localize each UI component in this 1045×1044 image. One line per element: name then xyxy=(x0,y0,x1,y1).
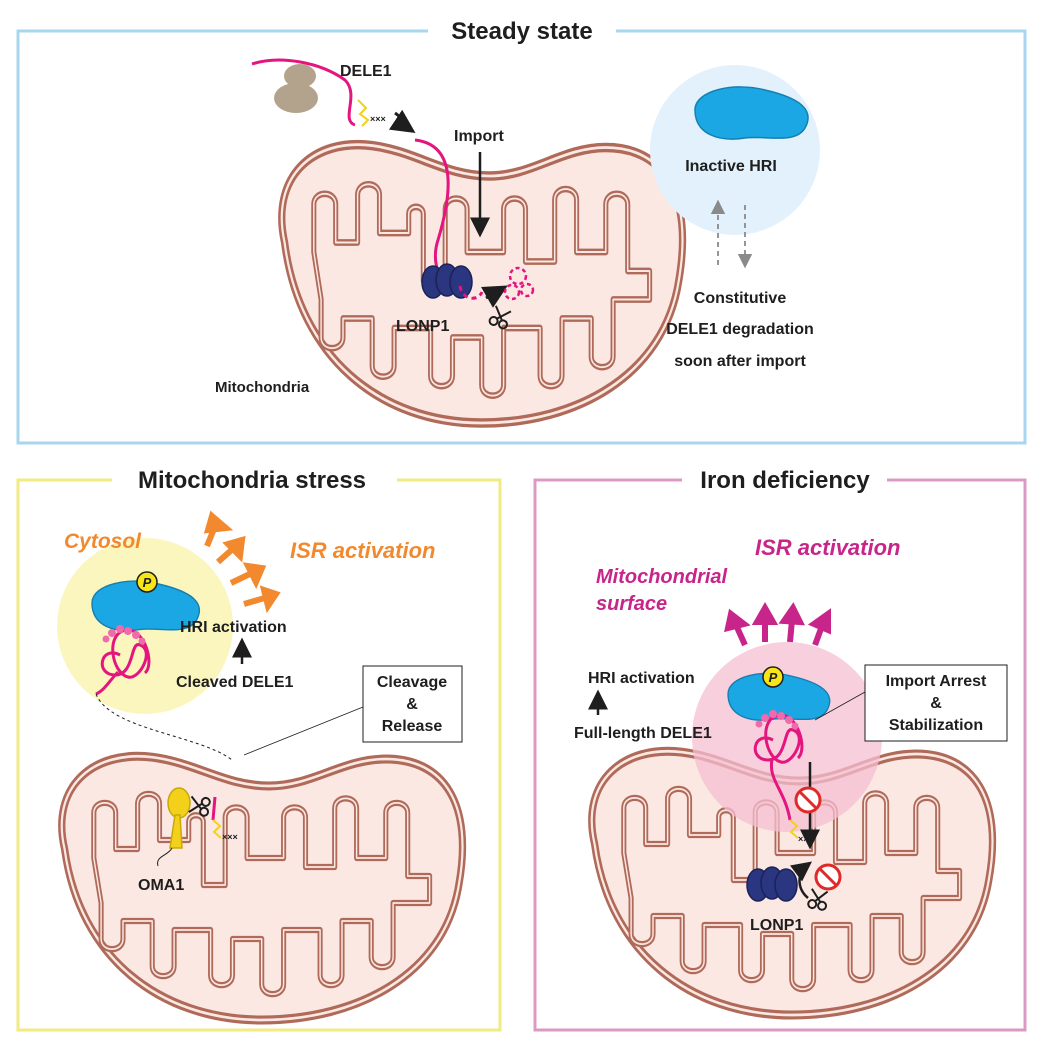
hri-activation-label-stress: HRI activation xyxy=(180,619,287,636)
ribosome-icon xyxy=(274,64,318,113)
phospho-badge-iron xyxy=(762,666,784,688)
svg-text:×××: ××× xyxy=(798,834,814,844)
svg-text:×××: ××× xyxy=(222,832,238,842)
panel-steady-state: Steady state Mitochondria ××× DELE1 Impo… xyxy=(16,14,1027,445)
cleavage-box-line3: Release xyxy=(382,718,443,735)
hri-activation-label-iron: HRI activation xyxy=(588,670,695,687)
no-entry-icon xyxy=(794,786,822,814)
cleaved-dele1-label: Cleaved DELE1 xyxy=(176,674,293,691)
steady-note-line3: soon after import xyxy=(674,353,806,370)
surface-label-line1: Mitochondrial xyxy=(596,566,728,588)
lonp1-label-steady: LONP1 xyxy=(396,318,449,335)
oma1-label: OMA1 xyxy=(138,877,184,894)
dele1-nascent-chain xyxy=(251,58,356,127)
arrest-box-line1: Import Arrest xyxy=(886,673,987,690)
oma1-protease xyxy=(157,787,191,867)
degraded-peptides xyxy=(503,266,535,301)
steady-note-line2: DELE1 degradation xyxy=(666,321,814,338)
panel-stress-title: Mitochondria stress xyxy=(138,467,366,494)
arrest-box-line3: Stabilization xyxy=(889,717,983,734)
lonp1-complex xyxy=(421,263,473,299)
dele1-label: DELE1 xyxy=(340,63,392,80)
steady-note-line1: Constitutive xyxy=(694,290,787,307)
lonp1-label-iron: LONP1 xyxy=(750,917,803,934)
arrow-icon xyxy=(388,109,416,134)
panel-iron-deficiency: Iron deficiency ISR activation Mitochond… xyxy=(533,463,1027,1032)
cytosol-label: Cytosol xyxy=(64,530,142,553)
inactive-hri-label: Inactive HRI xyxy=(685,158,777,175)
isr-activation-label-iron: ISR activation xyxy=(755,535,900,560)
phospho-badge-stress xyxy=(136,571,158,593)
panel-mito-stress: Mitochondria stress Cytosol ISR activati… xyxy=(16,463,502,1032)
isr-arrows-iron xyxy=(724,601,831,647)
surface-label-line2: surface xyxy=(596,593,667,615)
cleavage-box-line2: & xyxy=(406,696,418,713)
full-length-dele1-label: Full-length DELE1 xyxy=(574,725,712,742)
release-path xyxy=(95,693,233,761)
mitochondrion-steady xyxy=(282,145,683,423)
isr-activation-label-stress: ISR activation xyxy=(290,538,435,563)
cleavage-release-box xyxy=(362,665,463,743)
dele1-degraded-fragment xyxy=(458,285,484,300)
lonp1-complex-iron xyxy=(746,866,798,902)
isr-arrows-stress xyxy=(203,510,281,614)
import-label: Import xyxy=(454,128,504,145)
panel-iron-title: Iron deficiency xyxy=(700,467,870,494)
mitochondria-label: Mitochondria xyxy=(215,379,310,396)
phospho-label-iron: P xyxy=(769,670,778,685)
no-entry-icon xyxy=(814,863,842,891)
mitochondrion-stress xyxy=(62,756,463,1020)
svg-text:×××: ××× xyxy=(370,114,386,124)
phospho-label-stress: P xyxy=(143,575,152,590)
panel-steady-title: Steady state xyxy=(451,18,592,45)
arrest-box-line2: & xyxy=(930,695,942,712)
import-arrest-box xyxy=(864,664,1008,742)
cleavage-box-line1: Cleavage xyxy=(377,674,447,691)
